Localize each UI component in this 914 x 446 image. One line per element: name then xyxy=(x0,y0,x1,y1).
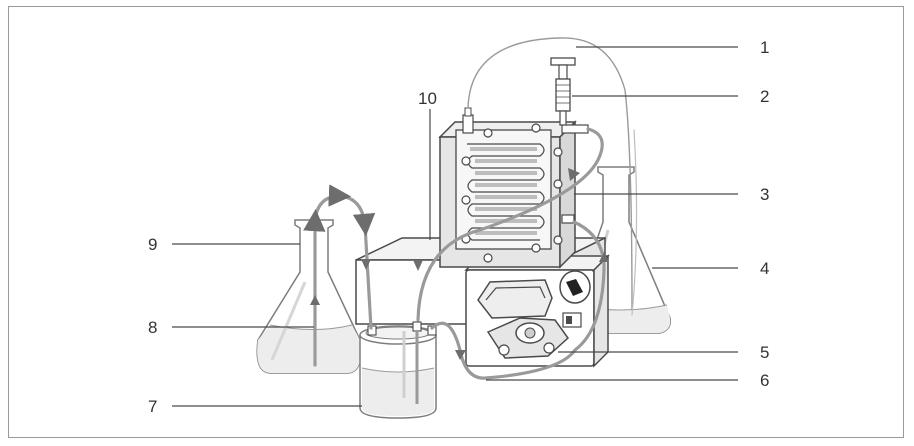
callout-9: 9 xyxy=(148,235,157,254)
flow-cell xyxy=(438,107,589,269)
callout-4: 4 xyxy=(760,259,769,278)
leader-lines xyxy=(172,46,738,407)
tubing xyxy=(303,37,638,380)
callout-8: 8 xyxy=(148,318,157,337)
left-flask xyxy=(256,219,362,374)
pump-front-box xyxy=(464,254,610,368)
callout-7: 7 xyxy=(148,397,157,416)
callout-10: 10 xyxy=(418,89,437,108)
callout-5: 5 xyxy=(760,343,769,362)
callout-labels: 1 2 3 4 5 6 7 8 9 10 xyxy=(148,38,769,416)
callout-2: 2 xyxy=(760,87,769,106)
flow-arrows xyxy=(310,168,609,360)
syringe-valve xyxy=(550,57,576,126)
callout-6: 6 xyxy=(760,371,769,390)
callout-3: 3 xyxy=(760,185,769,204)
beaker xyxy=(359,321,437,419)
callout-1: 1 xyxy=(760,38,769,57)
